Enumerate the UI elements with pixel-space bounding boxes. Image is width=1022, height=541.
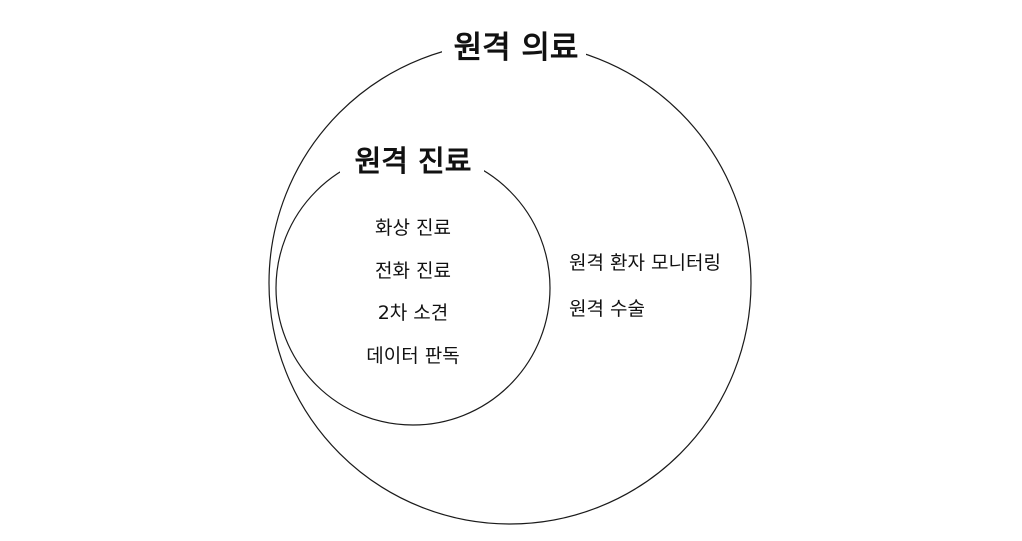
inner-circle-title: 원격 진료 <box>355 144 472 178</box>
inner-title-background <box>340 138 484 180</box>
inner-circle <box>275 150 551 426</box>
outer-item-remote-surgery: 원격 수술 <box>569 298 645 320</box>
inner-item-second-opinion: 2차 소견 <box>378 302 449 324</box>
inner-item-phone-consultation: 전화 진료 <box>375 260 451 282</box>
outer-item-remote-patient-monitoring: 원격 환자 모니터링 <box>569 252 721 274</box>
outer-circle-title: 원격 의료 <box>454 30 579 66</box>
outer-title-background <box>442 24 586 68</box>
inner-item-video-consultation: 화상 진료 <box>375 217 451 239</box>
outer-circle <box>268 41 752 525</box>
inner-item-data-reading: 데이터 판독 <box>366 345 459 367</box>
